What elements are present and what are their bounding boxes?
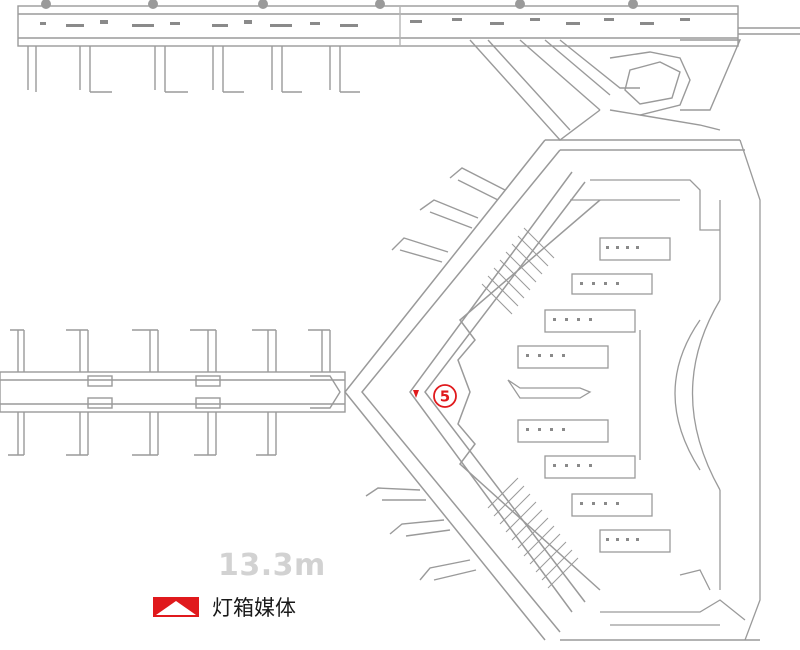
- interior-halls: [507, 139, 761, 641]
- lightbox-marker-icon: [413, 390, 419, 398]
- escalator-bands: [481, 227, 579, 589]
- left-concourse: [0, 371, 346, 413]
- legend: 灯箱媒体: [152, 594, 296, 620]
- chevron-gate-bridges: [365, 167, 506, 581]
- marker-number: 5: [440, 388, 450, 406]
- left-gate-bridges: [8, 329, 331, 456]
- top-gate-bridges: [27, 46, 360, 93]
- chevron-pier: [344, 139, 760, 641]
- bottom-area: [600, 569, 746, 626]
- upper-arm: [469, 39, 742, 141]
- legend-label: 灯箱媒体: [212, 596, 296, 620]
- lightbox-legend-icon: [153, 597, 199, 617]
- marker-circle: [433, 384, 457, 408]
- location-marker[interactable]: 5: [413, 384, 457, 408]
- scale-label: 13.3m: [218, 548, 326, 583]
